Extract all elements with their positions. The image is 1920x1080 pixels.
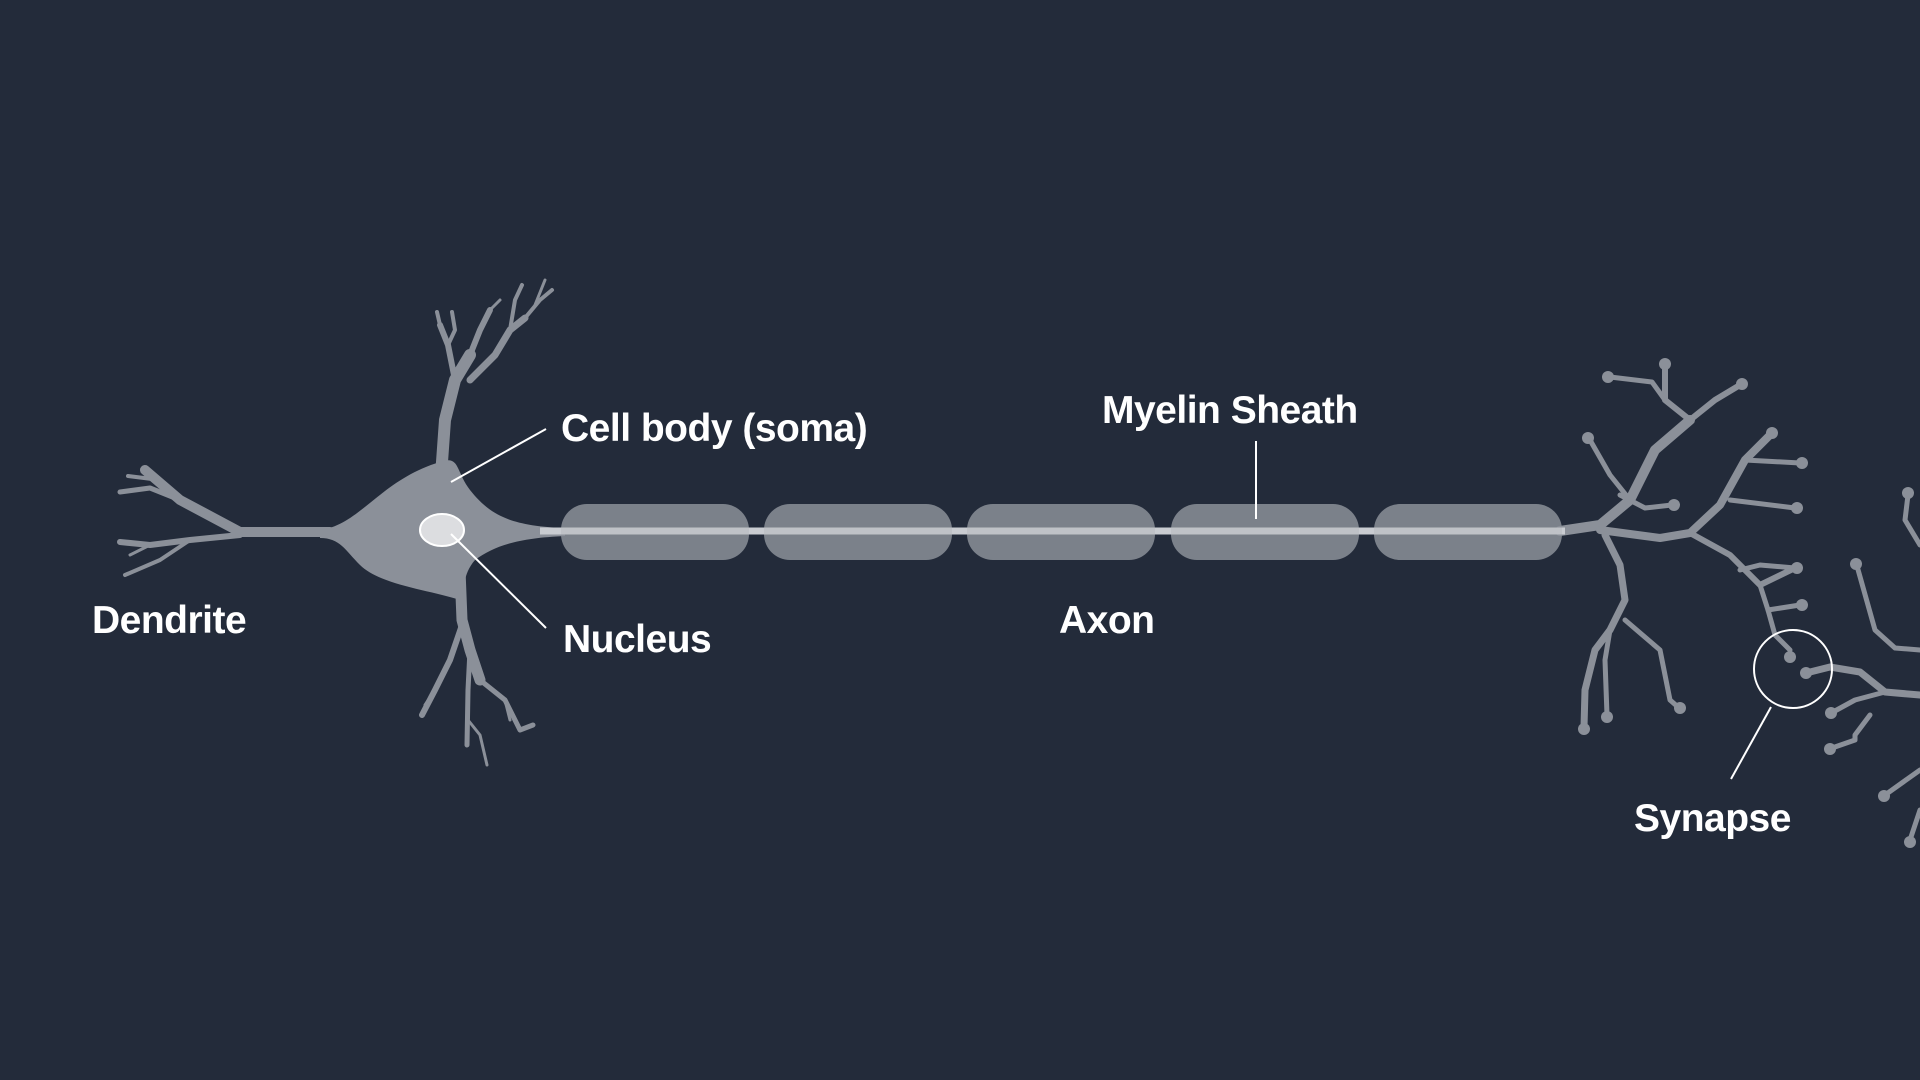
label-synapse: Synapse: [1634, 797, 1791, 840]
synapse-pointer: [1730, 706, 1772, 780]
dendrite-left: [117, 465, 335, 577]
axon-terminal: [1555, 363, 1803, 731]
label-myelin-sheath: Myelin Sheath: [1102, 389, 1358, 432]
dendrite-upper: [434, 278, 554, 496]
terminal-boutons: [1578, 358, 1916, 848]
label-dendrite: Dendrite: [92, 599, 247, 642]
label-nucleus: Nucleus: [563, 618, 712, 661]
synapse-highlight-circle: [1753, 629, 1833, 709]
nucleus-pointer: [450, 533, 547, 629]
cell-body-pointer: [450, 428, 547, 483]
nucleus-shape: [419, 513, 465, 547]
label-axon: Axon: [1059, 599, 1155, 642]
label-cell-body: Cell body (soma): [561, 407, 868, 450]
adjacent-neuron-dendrite: [1802, 492, 1920, 843]
